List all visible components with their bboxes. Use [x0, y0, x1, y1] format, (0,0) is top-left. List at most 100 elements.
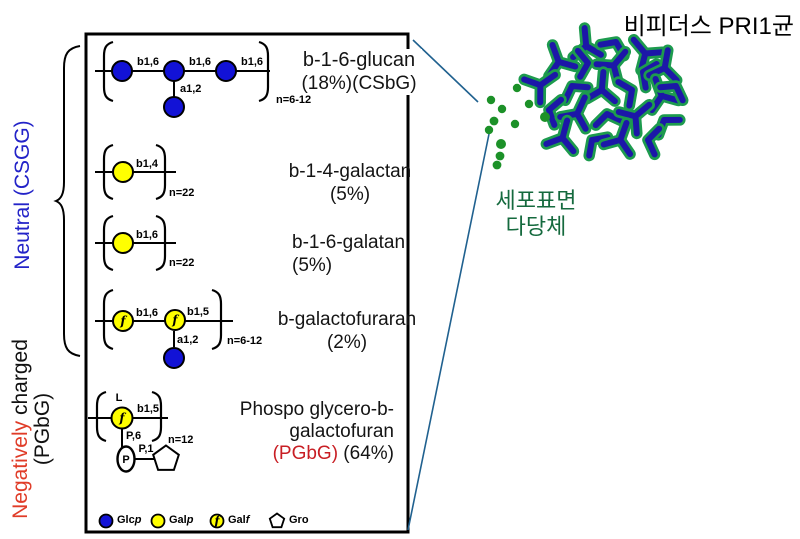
furanose-letter: f: [213, 514, 221, 528]
linkage-label: P,6: [126, 430, 141, 442]
linkage-label: b1,6: [137, 56, 159, 68]
structure-b-galactofuraran-diagram: f f b1,6 b1,5 a1,2 n=6-12: [95, 288, 262, 369]
structure-name-line: b-galactofuraran: [277, 309, 417, 330]
glcp-circle: [111, 60, 133, 82]
repeat-label: n=12: [168, 434, 193, 446]
connector-line-top: [412, 39, 479, 103]
linkage-label: b1,6: [189, 56, 211, 68]
pgbg-word: (PGbG): [31, 392, 54, 466]
polysaccharide-dot: [540, 112, 550, 122]
structure-name-galactofuraran: b-galactofuraran (2%): [272, 308, 422, 354]
legend-text-italic: p: [186, 514, 194, 526]
galf-circle: [110, 406, 134, 430]
glcp-circle: [163, 60, 185, 82]
linkage-label: a1,2: [180, 83, 201, 95]
furanose-letter: f: [119, 314, 127, 328]
structure-pct-line: (2%): [326, 332, 368, 353]
structure-b16-galatan-diagram: b1,6 n=22: [95, 214, 194, 272]
structure-name-b16-galatan: b-1-6-galatan (5%): [292, 231, 416, 277]
polysaccharide-dot: [512, 83, 522, 93]
structure-pct-line: (18%)(CSbG): [301, 73, 417, 94]
structure-name-line: b-1-6-galatan: [292, 232, 406, 253]
structure-name-b14-galactan: b-1-4-galactan (5%): [288, 160, 412, 206]
negatively-word: Negatively: [9, 420, 32, 519]
l-label: L: [116, 392, 123, 404]
cell-surface-line2: 다당체: [505, 214, 567, 239]
legend-text: Glc: [117, 514, 135, 526]
repeat-label: n=6-12: [276, 94, 311, 106]
legend-text: Gal: [228, 514, 246, 526]
gro-pentagon: [152, 444, 180, 471]
legend-glcp-circle: [98, 513, 114, 529]
neutral-group-brace: [53, 45, 81, 357]
pgbg-abbrev: (PGbG): [272, 443, 339, 464]
polysaccharide-dot: [486, 95, 496, 105]
legend-text-italic: p: [134, 514, 142, 526]
cell-surface-label: 세포표면 다당체: [466, 188, 606, 240]
structure-b14-galactan-diagram: b1,4 n=22: [95, 143, 194, 201]
structure-name-line: galactofuran: [289, 421, 394, 442]
bacterium-cell: [646, 127, 659, 154]
phosphate-letter: P: [122, 454, 129, 466]
negatively-charged-side-label: Negatively charged (PGbG): [9, 319, 56, 539]
legend-gro-pentagon: [268, 512, 286, 529]
legend-label-galf: Galf: [228, 514, 249, 526]
glcp-circle: [163, 347, 185, 369]
glycan-structures-box: [84, 32, 410, 534]
linkage-label: b1,6: [136, 229, 158, 241]
phosphate-ellipse: [116, 445, 136, 473]
polysaccharide-dot: [524, 99, 534, 109]
structure-pgbg-diagram: f L b1,5 P,6 P P,1 n=12: [88, 390, 193, 473]
repeat-label: n=22: [169, 187, 194, 199]
structure-pct-line: (PGbG) (64%): [224, 443, 394, 465]
linkage-label: P,1: [138, 443, 153, 455]
structure-name-line: b-1-6-glucan: [302, 49, 416, 71]
structure-b16-glucan-diagram: b1,6 b1,6 b1,6 a1,2 n=6-12: [95, 40, 311, 118]
furanose-letter: f: [118, 411, 126, 425]
linkage-label: b1,6: [136, 307, 158, 319]
bacteria-title: 비피더스 PRI1균: [598, 6, 794, 41]
connector-line-bottom: [407, 133, 490, 531]
structure-name-line: b-1-4-galactan: [288, 161, 412, 182]
structure-name-glucan: b-1-6-glucan (18%)(CSbG): [296, 49, 422, 95]
galp-circle: [112, 161, 134, 183]
surface-polysaccharide-dots: [484, 83, 534, 170]
polysaccharide-dot: [496, 139, 506, 149]
legend-text-italic: f: [245, 514, 250, 526]
negatively-charged-line: Negatively charged: [9, 319, 32, 539]
polysaccharide-dot: [492, 160, 502, 170]
legend-label-galp: Galp: [169, 514, 193, 526]
legend-symbols: f: [98, 512, 286, 529]
repeat-label: n=6-12: [227, 335, 262, 347]
polysaccharide-dot: [484, 125, 494, 135]
bacterium-cell: [618, 78, 637, 105]
galp-circle: [112, 232, 134, 254]
polysaccharide-dot: [510, 119, 520, 129]
linkage-label: a1,2: [177, 334, 198, 346]
galf-circle: [112, 310, 134, 332]
galf-circle: [164, 309, 186, 331]
structure-pct-line: (5%): [329, 184, 371, 205]
cell-surface-line1: 세포표면: [495, 188, 577, 213]
polysaccharide-dot: [489, 116, 499, 126]
structure-pct-line: (5%): [292, 255, 333, 276]
legend-galf-circle: [209, 513, 225, 529]
linkage-label: b1,6: [241, 56, 263, 68]
legend-label-gro: Gro: [289, 514, 309, 526]
furanose-letter: f: [171, 313, 179, 327]
legend-galp-circle: [150, 513, 166, 529]
glcp-circle: [215, 60, 237, 82]
linkage-label: b1,5: [137, 403, 159, 415]
legend-text: Gal: [169, 514, 187, 526]
polysaccharide-dot: [495, 151, 505, 161]
neutral-label-text: Neutral (CSGG): [11, 120, 34, 270]
structure-name-line: Phospo glycero-b-: [239, 399, 394, 420]
pgbg-percent: (64%): [338, 443, 394, 464]
charged-word: charged: [9, 339, 32, 421]
linkage-label: b1,4: [136, 158, 159, 170]
legend-label-glcp: Glcp: [117, 514, 141, 526]
structure-name-pgbg: Phospo glycero-b- galactofuran (PGbG) (6…: [224, 399, 394, 465]
bacteria-cluster: [524, 27, 687, 156]
